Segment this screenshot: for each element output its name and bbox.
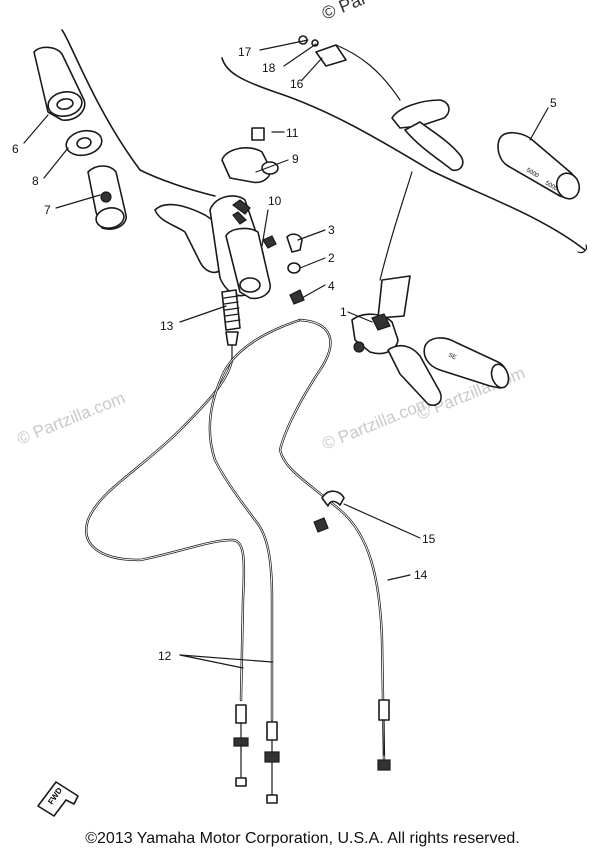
callout-14: 14 <box>414 568 428 582</box>
callout-5: 5 <box>550 96 557 110</box>
watermark: © Par <box>319 0 369 24</box>
fwd-arrow-badge: FWD <box>37 781 79 817</box>
watermark: © Partzilla.com <box>14 388 127 449</box>
leader-lines <box>23 39 549 669</box>
callout-4: 4 <box>328 279 335 293</box>
brake-lever-holder <box>298 35 464 172</box>
cable-clamp <box>313 490 345 533</box>
copyright-notice: ©2013 Yamaha Motor Corporation, U.S.A. A… <box>85 830 520 847</box>
callout-numbers: 6 8 7 11 9 10 3 2 4 13 1 17 18 16 5 15 1… <box>12 45 557 663</box>
handlebar-outline <box>221 57 586 251</box>
callout-8: 8 <box>32 174 39 188</box>
grip-marking: SE <box>447 352 457 361</box>
cable-end-throttle <box>233 704 249 787</box>
callout-15: 15 <box>422 532 436 546</box>
callout-6: 6 <box>12 142 19 156</box>
callout-11: 11 <box>286 126 299 140</box>
callout-16: 16 <box>290 77 304 91</box>
callout-2: 2 <box>328 251 335 265</box>
callout-13: 13 <box>160 319 174 333</box>
clutch-lever-assembly: SE <box>351 171 510 407</box>
throttle-tube <box>87 165 127 230</box>
cable-end-clutch <box>377 699 391 771</box>
callout-1: 1 <box>340 305 347 319</box>
cable-end-throttle <box>264 721 280 804</box>
callout-3: 3 <box>328 223 335 237</box>
callout-17: 17 <box>238 45 252 59</box>
callout-9: 9 <box>292 152 299 166</box>
throttle-cables <box>85 318 302 722</box>
grip-right: 5000 5000 <box>497 131 581 200</box>
grip-left <box>33 46 86 121</box>
throttle-housing <box>154 127 305 305</box>
handlebar-outline <box>577 244 588 254</box>
callout-7: 7 <box>44 203 51 217</box>
adjuster-spring <box>221 289 241 363</box>
callout-18: 18 <box>262 61 276 75</box>
clutch-cable <box>278 318 386 762</box>
callout-12: 12 <box>158 649 172 663</box>
watermark: © Partzilla.com <box>319 393 432 454</box>
collar-washer <box>65 129 103 157</box>
handlebar-outline <box>61 29 216 197</box>
callout-10: 10 <box>268 194 282 208</box>
